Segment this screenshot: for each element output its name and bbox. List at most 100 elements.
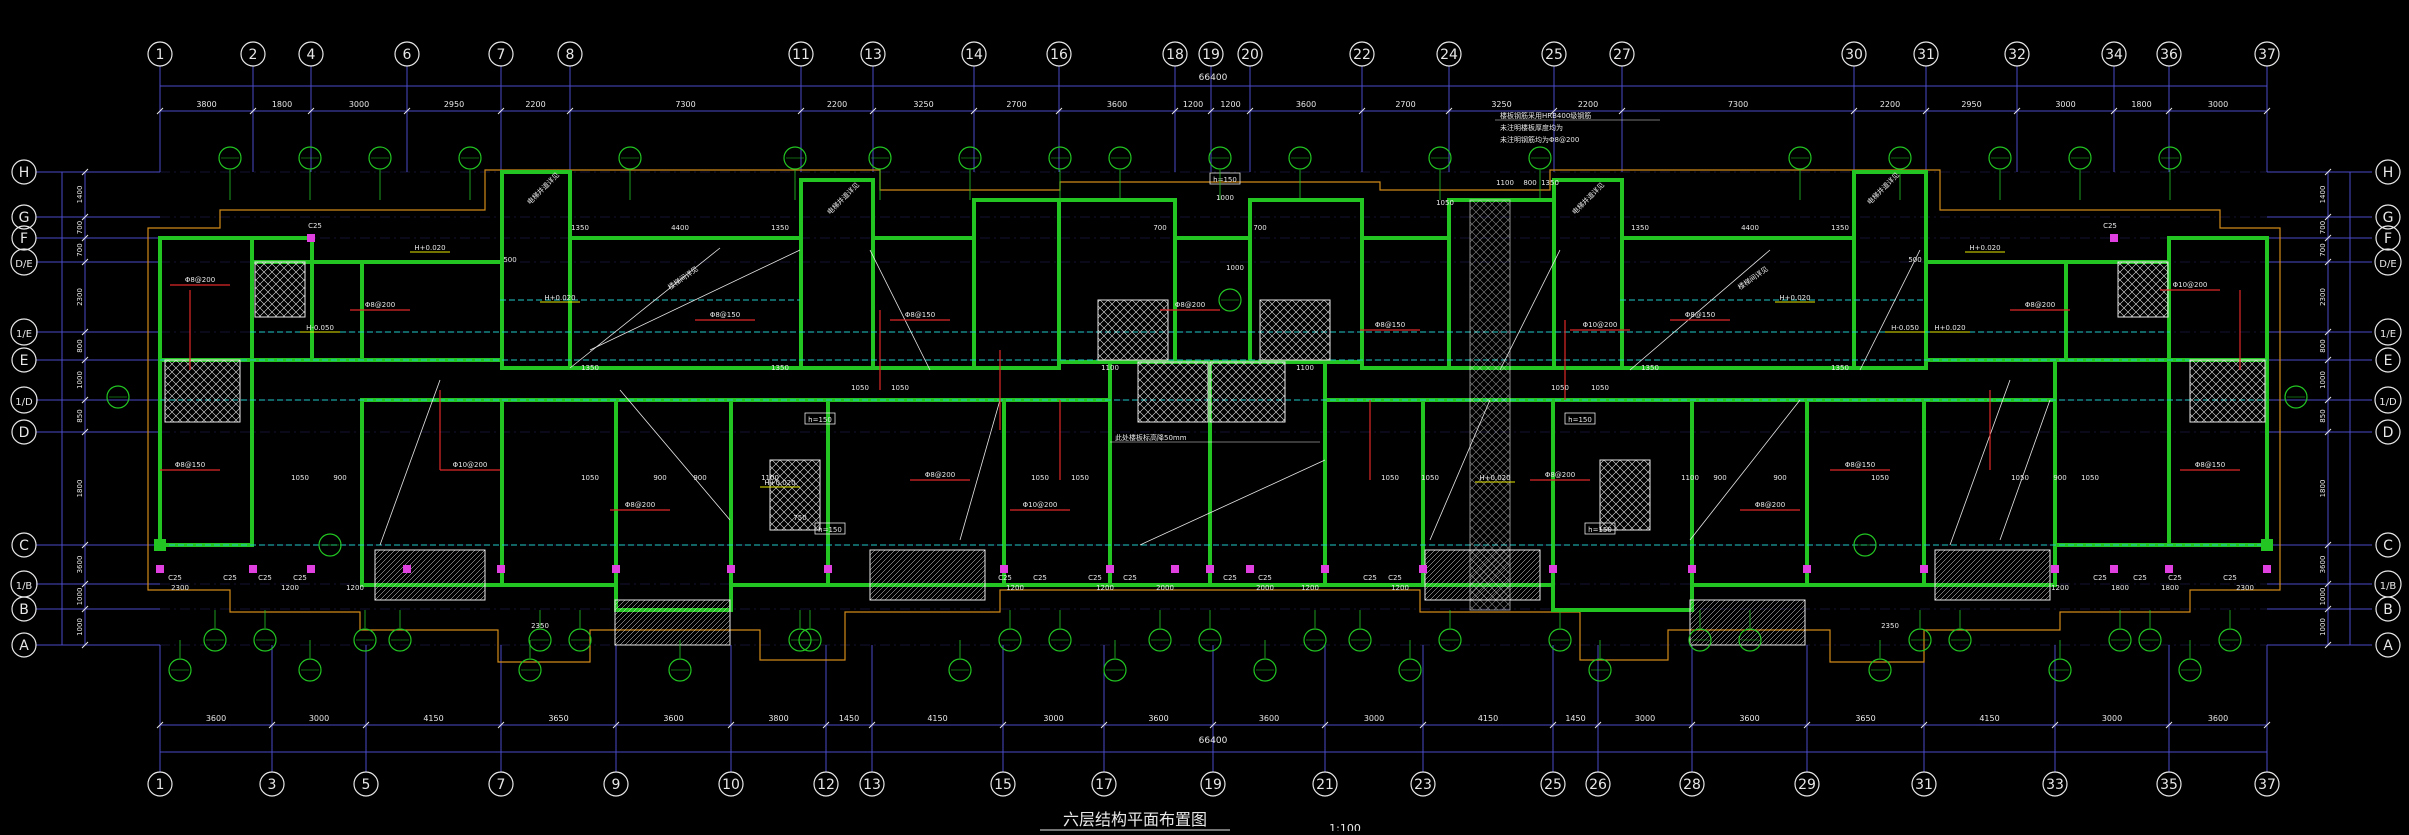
beam-dim-label: 1050 <box>291 474 309 482</box>
dim-top-text: 3250 <box>913 100 933 109</box>
room-left-7 <box>568 236 803 370</box>
column-marker <box>1246 565 1254 573</box>
dim-bottom-text: 3600 <box>206 714 226 723</box>
dim-left-text: 850 <box>76 409 84 422</box>
axis-label-right: 1/D <box>2379 397 2397 408</box>
dim-right-text: 1800 <box>2319 480 2327 498</box>
beam-dim-label: 1350 <box>1631 224 1649 232</box>
axis-bubble-bottom <box>1585 771 1611 797</box>
axis-label-left: 1/D <box>15 397 33 408</box>
dim-top-text: 3000 <box>2055 100 2075 109</box>
elevator-shaft <box>1469 199 1511 611</box>
elevation-label: H+0.020 <box>1479 474 1510 482</box>
dim-left-text: 1000 <box>76 588 84 606</box>
beam-dim-label: 1200 <box>1006 584 1024 592</box>
shaft-note: 电梯井道详见 <box>1570 180 1606 216</box>
axis-label-top: 13 <box>864 47 882 63</box>
dim-top-tick <box>2165 107 2173 115</box>
axis-bubble-bottom <box>1679 771 1705 797</box>
beam-dim-label: 2000 <box>1156 584 1174 592</box>
dim-bottom-text: 3600 <box>1739 714 1759 723</box>
slab-tag <box>458 146 482 170</box>
room-right-6 <box>1690 398 1809 587</box>
column-marker <box>612 565 620 573</box>
axis-label-top: 36 <box>2160 47 2178 63</box>
axis-label-bottom: 28 <box>1683 777 1701 793</box>
rebar-label: Φ8@200 <box>365 301 395 309</box>
slab-tag <box>1103 658 1127 682</box>
beam-dim-label: 900 <box>1713 474 1726 482</box>
axis-label-top: 30 <box>1845 47 1863 63</box>
axis-label-top: 18 <box>1166 47 1184 63</box>
slab-span-line <box>1859 249 1921 371</box>
axis-label-bottom: 21 <box>1316 777 1334 793</box>
slab-span-line <box>1999 399 2051 541</box>
axis-bubble-bottom <box>353 771 379 797</box>
dim-left-text: 3600 <box>76 556 84 574</box>
rebar-label: Φ8@200 <box>925 471 955 479</box>
column-marker <box>1321 565 1329 573</box>
hatched-shaft <box>1097 299 1169 361</box>
room-left-11 <box>871 236 976 370</box>
beam-dim-label: 1350 <box>1641 364 1659 372</box>
slab-tag <box>106 385 130 409</box>
slab-tag <box>1738 628 1762 652</box>
room-right-8 <box>1924 260 2068 362</box>
dim-left-tick <box>81 356 89 364</box>
hatched-balcony <box>374 549 486 601</box>
column-marker <box>824 565 832 573</box>
beam-dim-label: 1050 <box>1591 384 1609 392</box>
beam-dim-label: 900 <box>653 474 666 482</box>
dim-top-tick <box>249 107 257 115</box>
concrete-code: C25 <box>2103 222 2117 230</box>
top-note-1: 楼板钢筋采用HRB400级钢筋 <box>1500 111 1591 120</box>
slab-tag <box>1428 146 1452 170</box>
rebar-label: Φ10@200 <box>1023 501 1058 509</box>
center-slab-note: 此处楼板标高降50mm <box>1115 433 1187 442</box>
axis-label-top: 8 <box>566 47 575 63</box>
room-center-4 <box>1002 398 1112 587</box>
dim-left-tick <box>81 428 89 436</box>
axis-label-top: 22 <box>1353 47 1371 63</box>
rebar-label: Φ8@150 <box>175 461 205 469</box>
axis-bubble-right <box>2375 159 2401 185</box>
axis-label-right: D <box>2383 425 2394 441</box>
stair-right-a <box>1552 178 1624 370</box>
dim-bottom-text: 3000 <box>309 714 329 723</box>
axis-bubble-top <box>240 41 266 67</box>
column-marker <box>2263 565 2271 573</box>
axis-bubble-left <box>10 386 38 414</box>
hatched-shaft <box>2117 261 2169 318</box>
slab-span-line <box>959 399 1001 541</box>
axis-bubble-left <box>11 347 37 373</box>
slab-tag <box>2178 658 2202 682</box>
beam-dim-label: 700 <box>1253 224 1266 232</box>
dim-top-tick <box>497 107 505 115</box>
elevation-label: H+0.020 <box>414 244 445 252</box>
rebar-label: Φ8@200 <box>1545 471 1575 479</box>
axis-bubble-top <box>860 41 886 67</box>
dim-bottom-text: 4150 <box>1979 714 1999 723</box>
axis-bubble-top <box>961 41 987 67</box>
slab-tag <box>1218 288 1242 312</box>
axis-bubble-top <box>2254 41 2280 67</box>
axis-label-bottom: 15 <box>994 777 1012 793</box>
dim-bottom-tick <box>822 721 830 729</box>
dim-bottom-text: 1450 <box>839 714 859 723</box>
column-corner <box>2261 539 2273 551</box>
beam-dim-label: 1050 <box>2011 474 2029 482</box>
concrete-code: C25 <box>1388 574 1402 582</box>
dim-top-text: 2950 <box>1961 100 1981 109</box>
axis-bubble-top <box>557 41 583 67</box>
axis-bubble-left <box>11 204 37 230</box>
dim-left-tick <box>81 213 89 221</box>
slab-h-box <box>1584 522 1616 535</box>
slab-span-line <box>1429 399 1491 541</box>
column-marker <box>1920 565 1928 573</box>
slab-tag <box>1988 146 2012 170</box>
dim-right-text: 1400 <box>2319 186 2327 204</box>
axis-bubble-top <box>2156 41 2182 67</box>
rebar-label: Φ8@150 <box>1375 321 1405 329</box>
column-marker <box>2051 565 2059 573</box>
